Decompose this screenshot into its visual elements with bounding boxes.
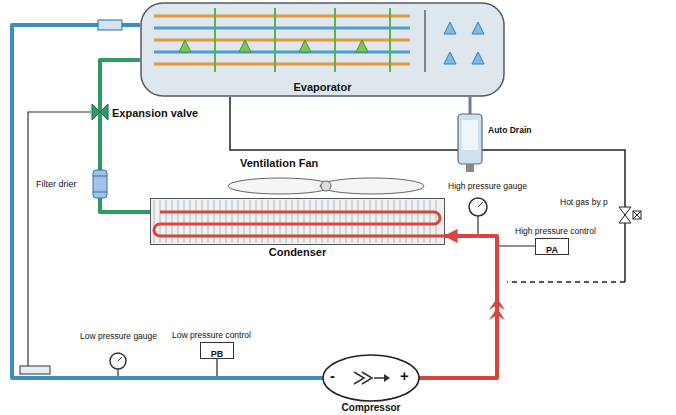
compressor-outline	[323, 355, 419, 401]
condenser-outline	[150, 198, 445, 245]
part-label: Ventilation Fan	[240, 156, 318, 170]
filter-drier-symbol	[93, 192, 107, 193]
auto-drain	[458, 97, 482, 172]
condenser-unit: Condenser	[150, 198, 445, 260]
part-label: Filter drier	[36, 178, 77, 190]
hot-gas-valve-symbol	[619, 207, 631, 215]
evaporator-outline	[444, 22, 456, 34]
sensing-line	[28, 112, 91, 366]
hot-gas-valve-symbol	[633, 211, 641, 219]
evaporator-outline	[274, 8, 276, 72]
low-pressure-gauge-symbol	[110, 353, 126, 376]
evaporator-outline	[154, 27, 410, 30]
high-pressure-gauge-symbol	[469, 198, 487, 234]
auto-drain	[462, 120, 478, 150]
part-label: Auto Drain	[488, 124, 531, 136]
hot-gas-valve-symbol	[633, 211, 641, 219]
pole-sign: +	[400, 367, 409, 384]
sensing-line	[28, 112, 91, 366]
auto-drain	[458, 114, 482, 164]
condenser-outline	[154, 212, 445, 236]
part-label: Hot gas by p	[560, 196, 608, 208]
control-code: PB	[211, 349, 224, 359]
compressor-outline	[354, 372, 364, 384]
evaporator-outline	[444, 52, 456, 64]
evaporator-outline	[154, 63, 410, 66]
evaporator-outline	[154, 51, 410, 54]
evaporator-outline	[334, 8, 336, 72]
compressor-outline	[384, 374, 390, 382]
part-label: Low pressure gauge	[80, 330, 157, 342]
part-label: High pressure gauge	[448, 180, 527, 192]
part-label: Expansion valve	[112, 106, 198, 120]
high-pressure-gauge-symbol	[477, 216, 478, 234]
low-pressure-gauge-symbol	[118, 357, 122, 361]
flow-arrow	[489, 298, 505, 320]
refrigerant-pipe	[419, 236, 497, 378]
sensing-bulb	[20, 366, 50, 374]
filter-drier-symbol	[93, 170, 107, 198]
control-wire	[216, 359, 217, 376]
ventilation-fan	[321, 181, 331, 191]
low-pressure-gauge-symbol	[117, 369, 118, 376]
high-pressure-gauge-symbol	[469, 198, 487, 216]
vessel-label: Evaporator	[290, 81, 354, 94]
pole-sign: -	[330, 367, 335, 384]
evaporator-outline	[239, 40, 251, 52]
expansion-valve-symbol	[92, 104, 108, 120]
low-pressure-control: Low pressure controlPB	[172, 329, 251, 359]
evaporator-outline	[389, 8, 391, 72]
evaporator-outline	[154, 15, 410, 18]
condenser-outline	[154, 200, 155, 243]
condenser-outline	[151, 199, 445, 245]
control-box: PA	[535, 238, 569, 255]
control-code: PA	[546, 245, 558, 255]
ventilation-fan	[228, 178, 332, 194]
evaporator-outline	[214, 8, 216, 72]
hot-gas-valve-symbol	[633, 211, 641, 219]
hot-gas-valve-symbol	[619, 215, 631, 223]
filter-drier-symbol	[93, 170, 107, 198]
auto-drain	[466, 164, 474, 172]
compressor-outline	[374, 377, 384, 379]
evaporator-outline	[141, 3, 504, 96]
compressor-outline	[362, 372, 372, 384]
evaporator-outline	[356, 40, 368, 52]
evaporator-vessel: Evaporator	[140, 2, 505, 97]
high-pressure-control: High pressure controlPA	[515, 225, 596, 255]
control-box: PB	[200, 342, 234, 359]
hot-gas-valve-symbol	[619, 207, 641, 223]
expansion-valve-symbol	[92, 104, 100, 120]
flow-arrow	[489, 308, 505, 320]
evaporator-outline	[472, 22, 484, 34]
suction-fitting	[98, 20, 122, 30]
evaporator-outline	[424, 10, 426, 72]
control-heading: High pressure control	[515, 225, 596, 237]
compressor-unit: - + Compressor	[318, 345, 424, 413]
evaporator-outline	[472, 52, 484, 64]
high-pressure-gauge-symbol	[478, 202, 483, 207]
low-pressure-gauge-symbol	[110, 353, 126, 369]
ventilation-fan	[228, 178, 424, 194]
hot-gas-line	[507, 281, 625, 283]
unit-label: Condenser	[269, 246, 326, 259]
control-heading: Low pressure control	[172, 329, 251, 341]
evaporator-outline	[299, 40, 311, 52]
filter-drier-symbol	[93, 176, 107, 177]
ventilation-fan	[320, 178, 424, 194]
auto-drain	[469, 97, 472, 114]
evaporator-outline	[179, 40, 191, 52]
control-wire	[499, 245, 535, 246]
unit-label: Compressor	[342, 402, 401, 414]
expansion-valve-symbol	[100, 104, 108, 120]
evaporator-outline	[154, 39, 410, 42]
